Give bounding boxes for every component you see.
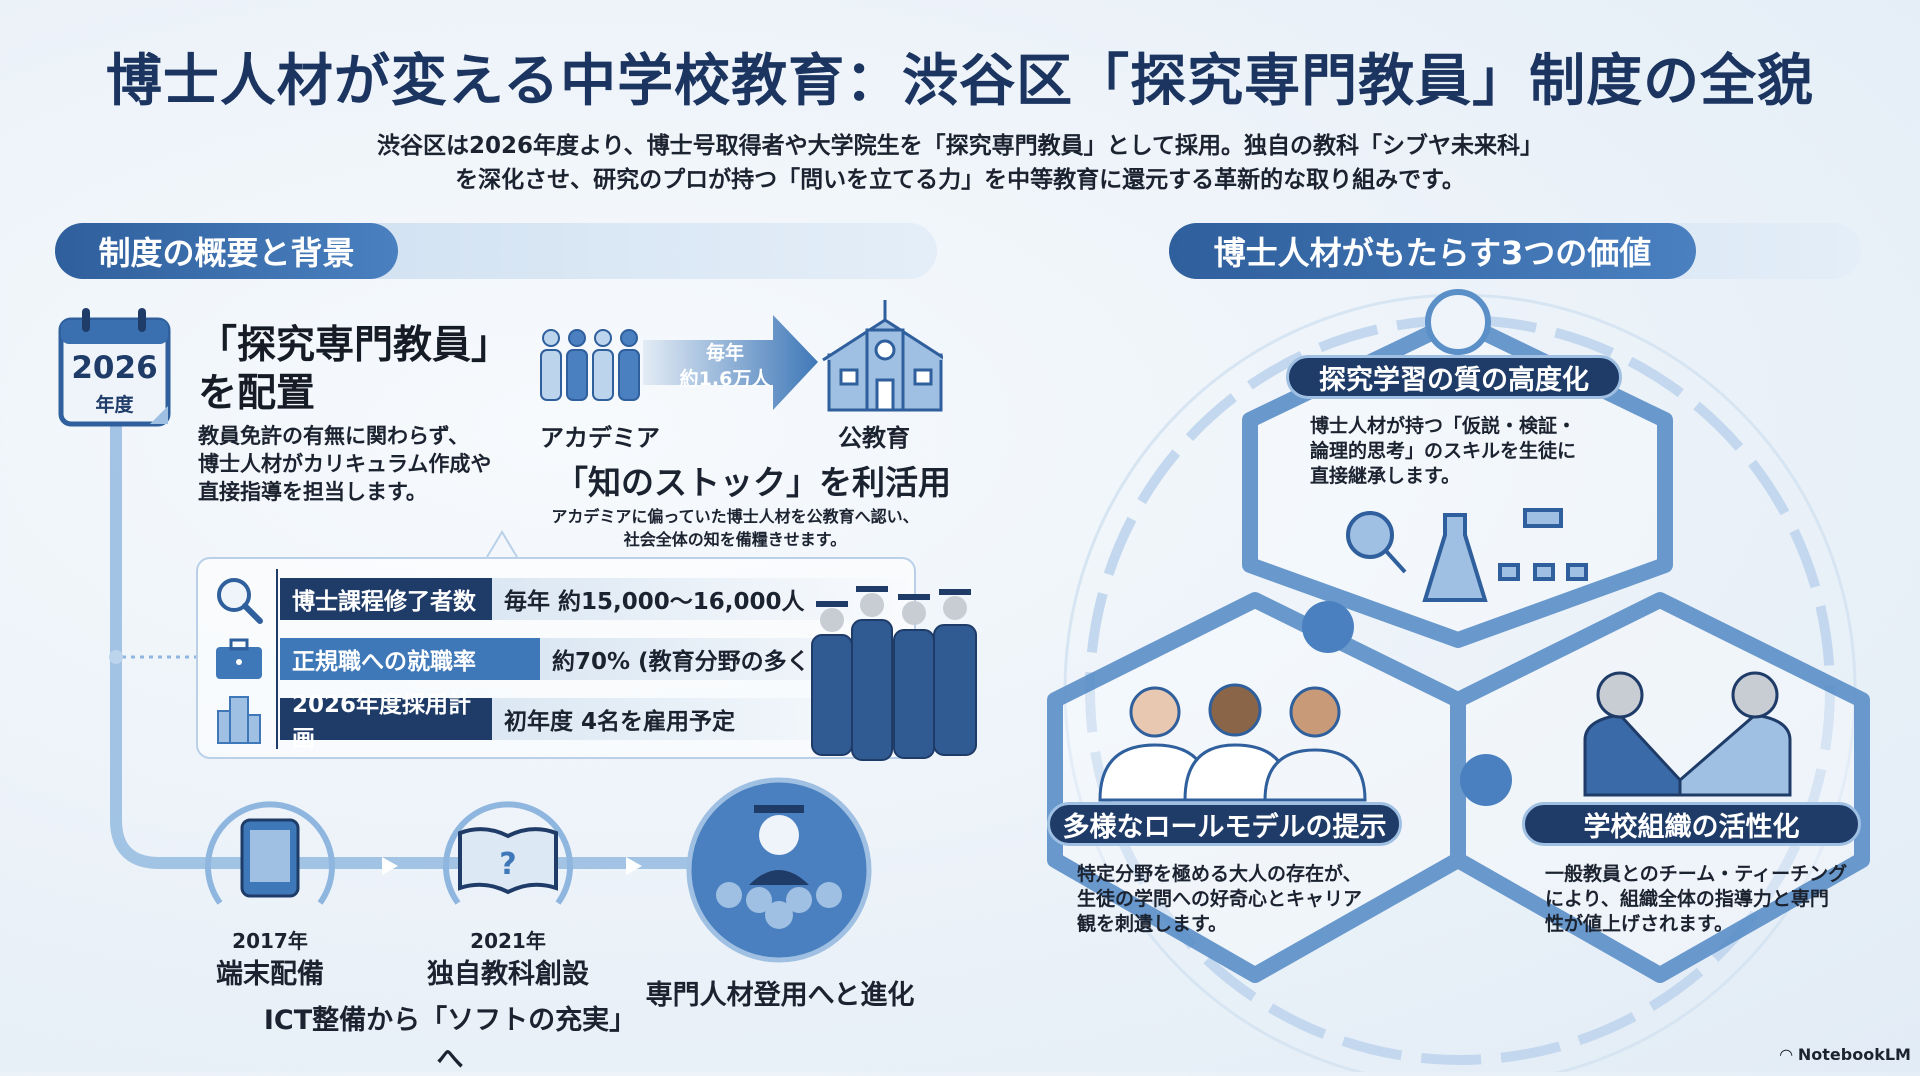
value-text-role-1: 特定分野を極める大人の存在が、	[1077, 863, 1362, 885]
stat-label: 2026年度採用計画	[280, 692, 492, 752]
academia-label: アカデミア	[540, 424, 660, 452]
stat-label: 正規職への就職率	[280, 638, 540, 680]
left-section-header: 制度の概要と背景	[55, 223, 398, 279]
svg-text:?: ?	[499, 847, 516, 882]
subtitle-line-2: を深化させ、研究のプロが持つ「問いを立てる力」を中等教育に還元する革新的な取り組…	[455, 167, 1465, 193]
knowledge-stock-heading: 「知のストック」を利活用	[555, 463, 951, 502]
book-icon	[458, 827, 558, 895]
calendar-unit: 年度	[95, 394, 134, 416]
placement-desc-3: 直接指導を担当します。	[198, 480, 427, 504]
knowledge-stock-desc-2: 社会全体の知を備糧きせます。	[623, 530, 847, 549]
placement-heading-1: 「探究専門教員」	[198, 323, 511, 368]
placement-desc-1: 教員免許の有無に関わらず、	[198, 424, 470, 448]
value-text-inquiry-1: 博士人材が持つ「仮説・検証・	[1310, 415, 1577, 437]
brain-gear-icon	[1425, 289, 1491, 355]
notebooklm-logo-icon: ◠	[1780, 1045, 1798, 1064]
value-text-inquiry-3: 直接継承します。	[1310, 465, 1461, 487]
calendar-year: 2026	[71, 350, 158, 386]
value-text-role-3: 観を刺遺します。	[1077, 913, 1228, 935]
timeline-final-label: 専門人材登用へと進化	[645, 980, 915, 1011]
graduates-illustration	[811, 586, 977, 761]
subtitle-line-1: 渋谷区は2026年度より、博士号取得者や大学院生を「探究専門教員」として採用。独…	[377, 133, 1543, 159]
handshake-illustration	[1583, 671, 1792, 797]
flow-arrow-top: 毎年	[705, 342, 744, 364]
stat-row-phd-graduates: 博士課程修了者数 毎年 約15,000〜16,000人	[280, 578, 912, 620]
timeline-label-2021: 独自教科創設	[427, 959, 589, 990]
page-title: 博士人材が変える中学校教育：渋谷区「探究専門教員」制度の全貌	[105, 49, 1815, 114]
value-title-role-models: 多様なロールモデルの提示	[1047, 802, 1402, 846]
value-text-org-1: 一般教員とのチーム・ティーチング	[1545, 863, 1848, 885]
value-text-org-3: 性が値上げされます。	[1545, 913, 1734, 935]
magnifier-icon	[217, 578, 263, 624]
value-text-org-2: により、組織全体の指導力と専門	[1545, 888, 1829, 910]
people-group-icon	[540, 329, 640, 401]
academia-to-school-flow	[540, 300, 943, 412]
timeline-summary: ICT整備から「ソフトの充実」へ	[263, 1005, 637, 1075]
value-title-inquiry-quality: 探究学習の質の高度化	[1286, 355, 1622, 399]
right-section-header: 博士人材がもたらす3つの価値	[1169, 223, 1696, 279]
stat-value: 毎年 約15,000〜16,000人	[492, 578, 912, 620]
placement-heading-2: を配置	[198, 371, 316, 416]
placement-desc-2: 博士人材がカリキュラム作成や	[198, 452, 492, 476]
briefcase-icon	[216, 638, 262, 679]
specialist-teacher-node	[686, 777, 872, 963]
brand-label: NotebookLM	[1797, 1045, 1911, 1064]
timeline-year-2021: 2021年	[470, 929, 546, 953]
flow-arrow-bottom: 約1.6万人	[679, 368, 771, 390]
role-models-illustration	[1098, 683, 1367, 802]
notebooklm-brand: ◠ NotebookLM	[1780, 1045, 1911, 1064]
book-timeline-node: ?	[443, 801, 573, 905]
building-icon	[217, 696, 261, 744]
timeline-label-2017: 端末配備	[216, 959, 324, 990]
head-icon	[1302, 601, 1354, 653]
research-icons	[1346, 508, 1588, 602]
tablet-timeline-node	[205, 801, 335, 905]
timeline-year-2017: 2017年	[232, 929, 308, 953]
stat-label: 博士課程修了者数	[280, 578, 492, 620]
value-title-school-org: 学校組織の活性化	[1522, 802, 1861, 846]
calendar-icon: 2026 年度	[58, 306, 171, 428]
value-text-inquiry-2: 論理的思考」のスキルを生徒に	[1310, 440, 1577, 462]
knowledge-stock-desc-1: アカデミアに偏っていた博士人材を公教育へ認い、	[551, 507, 919, 526]
public-education-label: 公教育	[838, 424, 910, 452]
team-icon	[1460, 754, 1512, 806]
value-text-role-2: 生徒の学問への好奇心とキャリア	[1077, 888, 1363, 910]
school-icon	[822, 300, 943, 412]
